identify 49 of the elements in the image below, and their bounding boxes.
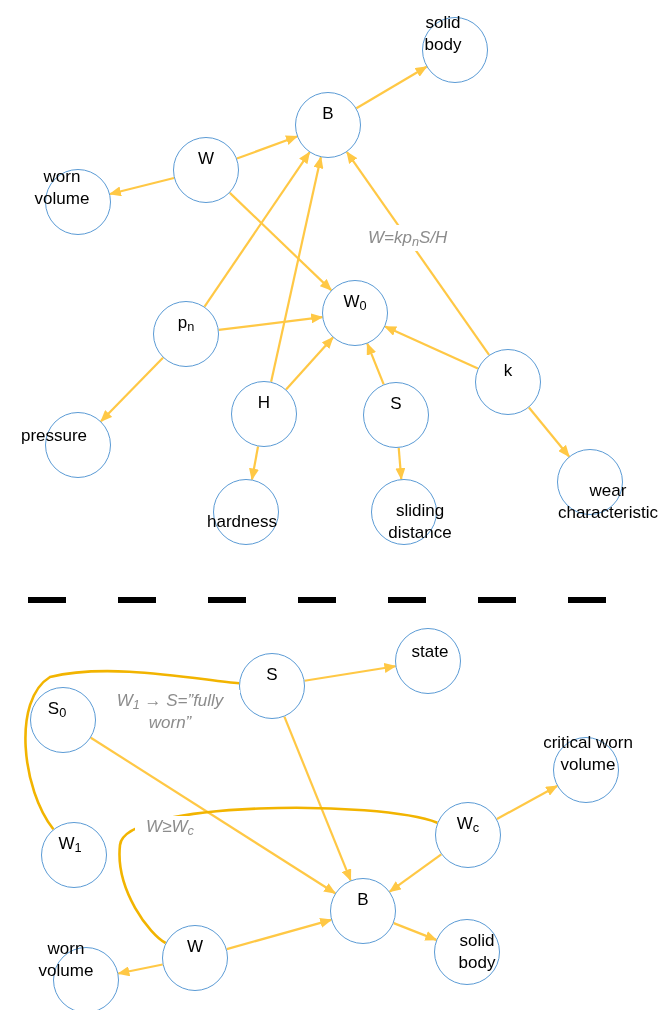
arrow [393,922,438,941]
node-label: pressure [19,425,89,447]
arrow [355,65,428,110]
connector-line [118,806,438,945]
node-label: worn volume [33,166,91,210]
node-label: W [185,936,204,958]
arrow [388,853,442,893]
arrow [236,135,298,160]
arrow [395,447,406,481]
node-label: worn volume [37,938,95,982]
node-label: wear characteristic [556,480,660,524]
connector-line [24,669,240,830]
arrow [270,156,324,382]
node-label: B [321,103,335,125]
arrow [90,736,336,895]
node-label: k [502,360,514,382]
node-label: solid body [457,930,497,974]
arrow [218,313,324,332]
node-label: S [389,393,403,415]
arrow [496,784,558,821]
node-label: S [265,664,279,686]
node-label: sliding distance [387,500,453,544]
arrow [226,918,333,951]
arrow [100,356,164,423]
node-label: W [196,148,215,170]
node-label: W$_{1}$ [57,833,83,855]
arrow [304,663,397,682]
node-label: hardness [206,511,278,533]
node-label: W$_{0}$ [342,291,368,313]
arrow [109,176,175,197]
arrow [346,151,490,356]
arrow [203,151,311,308]
arrow [366,342,385,385]
node-label: p$_{n}$ [176,312,196,334]
node-label: critical worn volume [542,732,634,776]
arrow [285,336,334,391]
node-label: state [410,641,450,663]
node-label: H [256,392,272,414]
arrow [249,446,260,481]
arrow [117,963,163,977]
arrow [229,192,332,291]
formula-text: W=kp$_{n}$S/H [368,225,448,251]
node-label: B [356,889,370,911]
arrow [384,325,479,370]
node-label: W$_{c}$ [455,813,481,835]
arrow [528,406,570,458]
node-label: S$_{0}$ [46,698,68,720]
node-label: solid body [423,12,463,56]
arrow [283,716,352,882]
